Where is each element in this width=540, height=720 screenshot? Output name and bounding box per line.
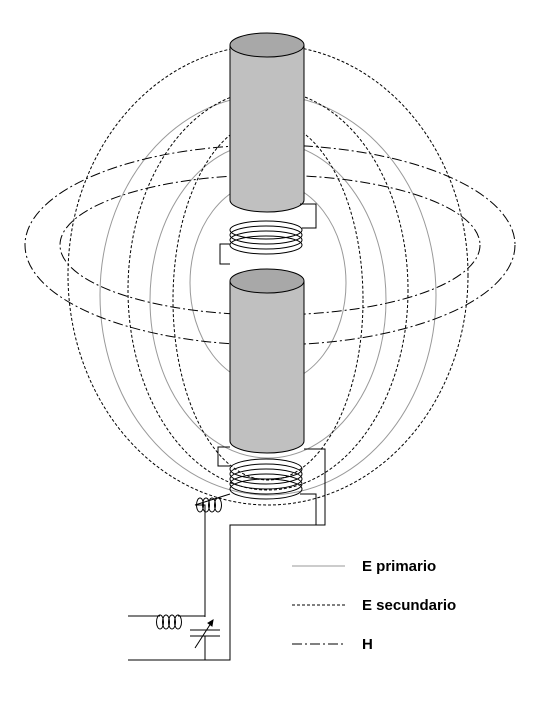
legend: E primario E secundario H [292,558,456,653]
lower-coil [217,446,326,526]
input-inductor [156,614,182,630]
legend-label-h: H [362,636,373,653]
e-secundario-field-line [67,44,469,506]
upper-cylinder [229,32,305,213]
h-field-line [59,174,481,316]
variable-capacitor [190,619,220,649]
legend-label-e-secundario: E secundario [362,597,456,614]
e-secundario-field-line [172,119,364,481]
coupling-inductor [196,497,222,513]
upper-coil [219,203,317,265]
primary-circuit [128,493,316,661]
legend-label-e-primario: E primario [362,558,436,575]
lower-cylinder [229,268,305,454]
